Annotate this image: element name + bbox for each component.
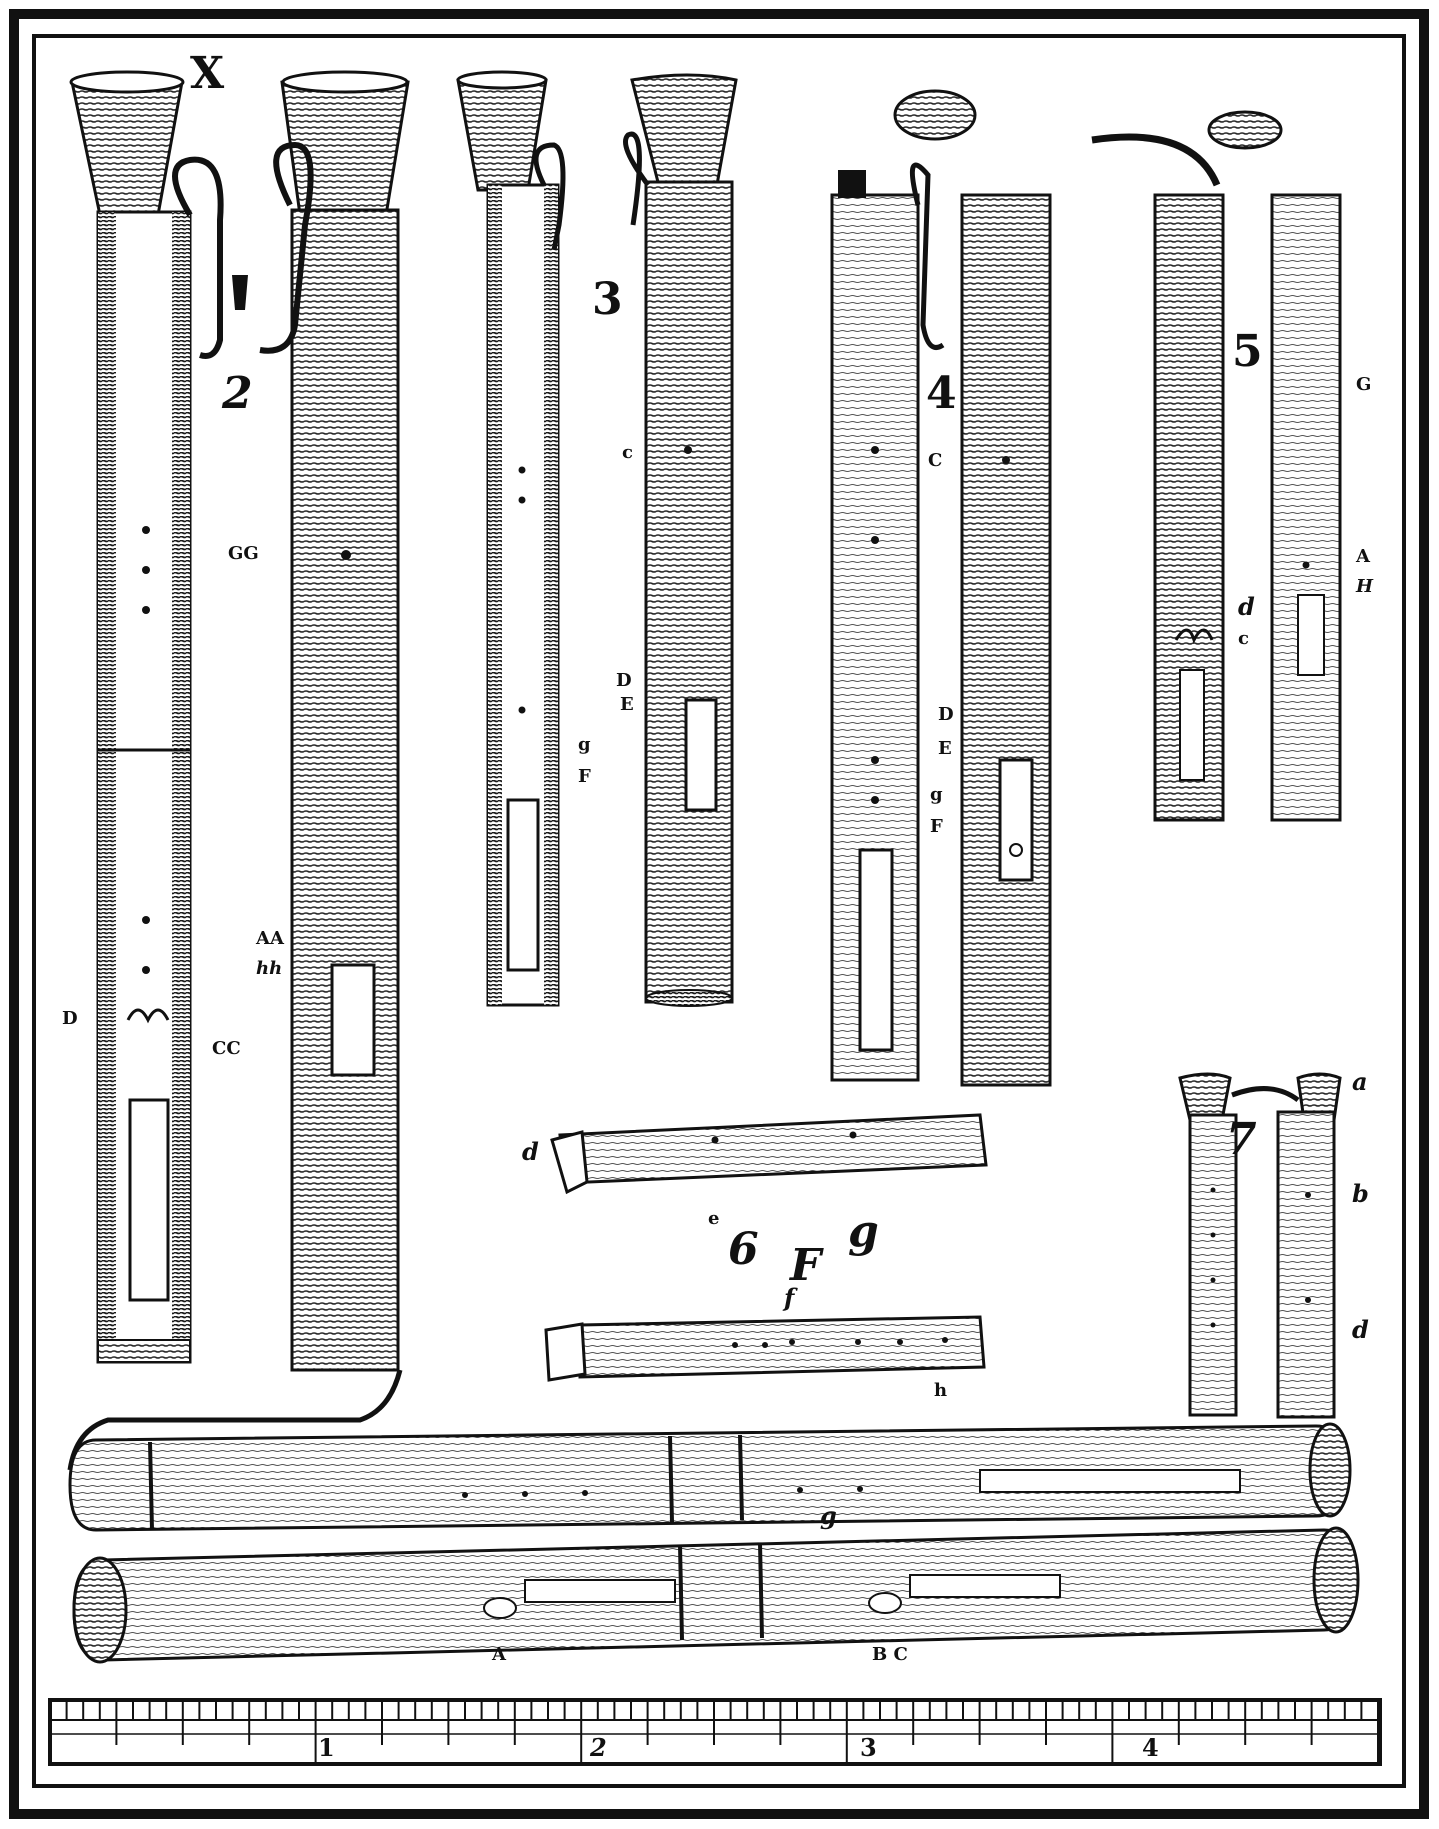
label-fig6-d: d [522,1137,539,1166]
label-bottom-BC: B C [872,1644,908,1665]
instrument-bass-right [67,70,410,1471]
label-fig4-E: E [938,738,952,759]
figure-number-7: 7 [1226,1114,1257,1165]
label-fig3-c: c [622,442,633,463]
label-fig4-g: g [930,784,943,805]
label-fig3-g: g [578,734,591,755]
label-fig5-A: A [1356,546,1370,567]
label-fig6-f: f [784,1283,795,1312]
label-fig4-D: D [938,704,954,725]
label-fig1-CC: CC [212,1038,241,1059]
instrument-fig6-bottom [544,1315,986,1382]
instrument-fig4-left [830,89,977,1082]
label-fig5-c: c [1238,628,1249,649]
instrument-fig6-top [550,1113,988,1195]
instrument-horizontal-lower [72,1526,1360,1664]
label-fig6-h: h [934,1380,948,1401]
label-fig5-G: G [1356,374,1372,395]
label-fig7-d: d [1352,1315,1369,1344]
label-fig4-F: F [930,816,943,837]
instrument-fig3-left [456,70,566,1007]
label-fig3-F: F [578,766,591,787]
instrument-fig3-right [623,73,738,1007]
instrument-fig7-left [1178,1072,1238,1417]
plate-border [9,9,1429,1819]
figure-number-5: 5 [1232,326,1263,377]
label-fig4-C: C [928,450,943,471]
figure-number-3: 3 [592,274,623,325]
label-fig7-a: a [1352,1067,1368,1096]
label-fig3-E: E [620,694,634,715]
ruler-number-1: 1 [318,1733,335,1762]
instrument-horizontal-upper [68,1422,1352,1532]
instrument-fig5-left [1091,110,1283,822]
label-fig3-D: D [616,670,632,691]
crook-fig2 [172,141,314,359]
instrument-bass-left [69,70,192,1364]
instrument-fig7-right [1231,1072,1342,1419]
label-fig6-F: F [790,1240,822,1291]
figure-number-2: 2 [222,368,253,419]
label-bottom-A: A [492,1644,506,1665]
label-fig7-b: b [1352,1179,1369,1208]
ruler-number-4: 4 [1142,1733,1159,1762]
plate-corner-label: X [190,48,225,99]
figure-number-4: 4 [926,368,957,419]
label-fig5-H: H [1356,576,1374,597]
label-fig1-hh: hh [256,958,283,979]
label-fig6-e: e [708,1208,720,1229]
label-fig1-D: D [62,1008,78,1029]
label-fig1-AA: AA [256,928,284,949]
label-fig5-d: d [1238,592,1255,621]
ruler-number-2: 2 [590,1733,607,1762]
instrument-fig4-right [960,193,1052,1087]
label-bottom-g: g [820,1501,837,1530]
label-fig6-g: g [848,1206,879,1257]
ruler-number-3: 3 [860,1733,877,1762]
instrument-fig5-right [1270,193,1342,822]
measurement-scale [48,1698,1382,1766]
label-fig1-GG: GG [228,543,259,564]
figure-number-6: 6 [728,1224,759,1275]
